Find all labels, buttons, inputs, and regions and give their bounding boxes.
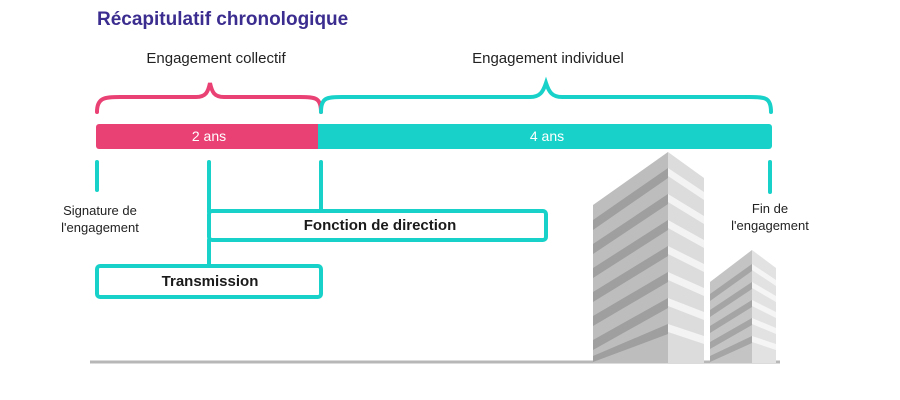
buildings-illustration (593, 152, 776, 363)
label-engagement-collectif: Engagement collectif (146, 50, 286, 67)
milestone-signature-line1: Signature de (63, 203, 137, 218)
brace-individuel (319, 76, 773, 114)
page-title: Récapitulatif chronologique (97, 9, 349, 30)
milestone-signature: Signature de l'engagement (61, 202, 139, 236)
bar-collectif (96, 124, 322, 149)
box-fonction-direction (207, 209, 548, 242)
milestone-fin-line2: l'engagement (731, 218, 809, 233)
milestone-fin: Fin de l'engagement (731, 200, 809, 234)
role-transmission: Transmission (161, 273, 259, 290)
box-transmission (95, 264, 323, 299)
milestone-fin-line1: Fin de (751, 201, 789, 216)
duration-individuel: 4 ans (529, 128, 565, 144)
duration-collectif: 2 ans (191, 128, 227, 144)
role-fonction-direction: Fonction de direction (303, 217, 457, 234)
milestone-signature-line2: l'engagement (61, 220, 139, 235)
bar-individuel (321, 124, 772, 149)
brace-collectif (95, 82, 323, 114)
label-engagement-individuel: Engagement individuel (472, 50, 624, 67)
connector-lines (95, 160, 772, 268)
